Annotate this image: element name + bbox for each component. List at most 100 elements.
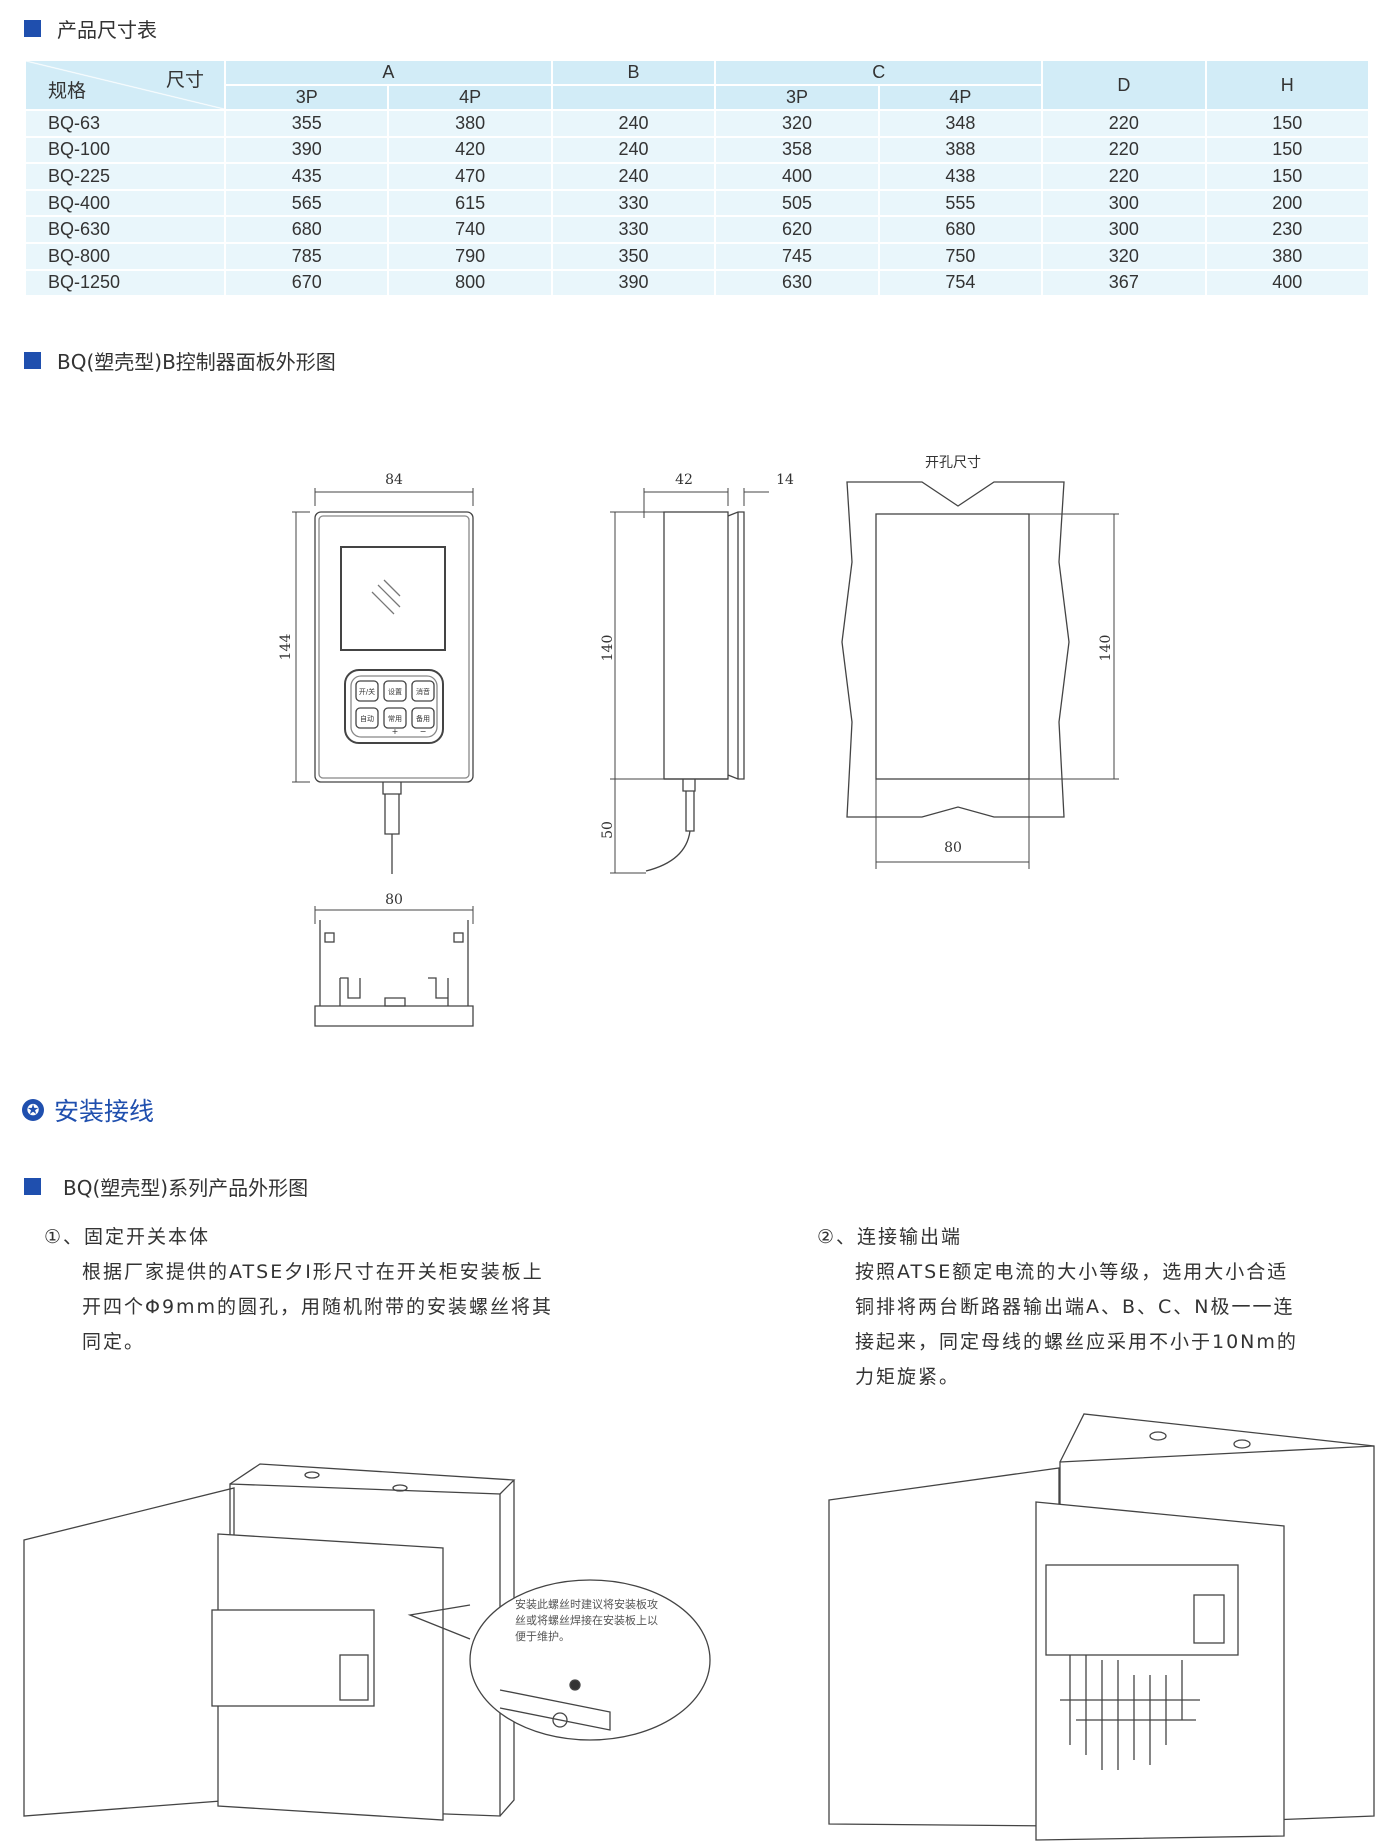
cell-value: 230 bbox=[1204, 215, 1371, 244]
key-sign: + bbox=[392, 727, 399, 736]
cell-value: 565 bbox=[223, 188, 390, 218]
key-button bbox=[411, 680, 435, 702]
dim-side-thickness: 14 bbox=[776, 472, 794, 488]
dim-side-depth: 42 bbox=[675, 472, 693, 488]
cell-spec: BQ-1250 bbox=[24, 268, 226, 298]
cell-value: 240 bbox=[550, 109, 717, 138]
key-label: 消音 bbox=[416, 687, 430, 696]
key-label: 设置 bbox=[388, 687, 402, 696]
cell-value: 390 bbox=[550, 268, 717, 298]
cabinet-illustration-right bbox=[828, 1413, 1375, 1841]
cell-spec: BQ-63 bbox=[24, 109, 226, 138]
callout-text: 安装此螺丝时建议将安装板攻 bbox=[515, 1597, 658, 1611]
key-button bbox=[411, 707, 435, 729]
cell-value: 620 bbox=[714, 215, 880, 244]
cell-value: 505 bbox=[714, 188, 880, 218]
cell-value: 150 bbox=[1204, 109, 1371, 138]
cell-value: 320 bbox=[1041, 241, 1207, 271]
bullet-square-icon bbox=[24, 352, 41, 369]
cell-value: 800 bbox=[387, 268, 553, 298]
cell-value: 470 bbox=[387, 162, 553, 191]
dim-cutout-height: 140 bbox=[1098, 635, 1114, 662]
col-d: D bbox=[1041, 59, 1207, 111]
col-b: B bbox=[550, 59, 717, 86]
cell-value: 435 bbox=[223, 162, 390, 191]
panel-cutout-view: 开孔尺寸 140 80 bbox=[841, 455, 1119, 869]
step-text: 按照ATSE额定电流的大小等级，选用大小合适 bbox=[855, 1261, 1289, 1283]
cell-value: 350 bbox=[550, 241, 717, 271]
cell-value: 790 bbox=[387, 241, 553, 271]
cell-value: 740 bbox=[387, 215, 553, 244]
step-text: 铜排将两台断路器输出端A、B、C、N极一一连 bbox=[855, 1296, 1295, 1318]
step-2: ②、连接输出端按照ATSE额定电流的大小等级，选用大小合适铜排将两台断路器输出端… bbox=[817, 1220, 1298, 1395]
step-text: 力矩旋紧。 bbox=[855, 1366, 961, 1388]
cell-value: 300 bbox=[1041, 215, 1207, 244]
cell-spec: BQ-800 bbox=[24, 241, 226, 271]
dim-bottom-width: 80 bbox=[385, 892, 403, 908]
cell-value: 367 bbox=[1041, 268, 1207, 298]
cell-spec: BQ-400 bbox=[24, 188, 226, 218]
cell-value: 330 bbox=[550, 188, 717, 218]
controller-side-view: 42 14 140 50 bbox=[600, 472, 794, 874]
callout-text: 便于维护。 bbox=[515, 1629, 570, 1643]
key-label: 自动 bbox=[360, 714, 374, 723]
dim-side-height: 140 bbox=[600, 635, 616, 662]
cell-value: 240 bbox=[550, 135, 717, 165]
dim-front-height: 144 bbox=[278, 634, 294, 661]
controller-front-view: 开/关设置消音自动常用备用+− 84 144 bbox=[278, 472, 474, 874]
cell-value: 785 bbox=[223, 241, 390, 271]
key-sign: − bbox=[420, 727, 427, 736]
col-b-sub bbox=[550, 84, 717, 111]
cell-spec: BQ-225 bbox=[24, 162, 226, 191]
cell-value: 220 bbox=[1041, 109, 1207, 138]
step-text: 接起来，同定母线的螺丝应采用不小于10Nm的 bbox=[855, 1331, 1298, 1353]
cell-value: 358 bbox=[714, 135, 880, 165]
key-button bbox=[383, 680, 407, 702]
cell-value: 150 bbox=[1204, 135, 1371, 165]
bullet-square-icon bbox=[24, 1178, 41, 1195]
key-button bbox=[355, 680, 379, 702]
cell-value: 300 bbox=[1041, 188, 1207, 218]
cell-value: 220 bbox=[1041, 162, 1207, 191]
step-text: 同定。 bbox=[82, 1331, 146, 1353]
step-text: 开四个Φ9mm的圆孔，用随机附带的安装螺丝将其 bbox=[82, 1296, 554, 1318]
cell-spec: BQ-100 bbox=[24, 135, 226, 165]
cell-value: 750 bbox=[877, 241, 1044, 271]
cell-value: 615 bbox=[387, 188, 553, 218]
cell-value: 680 bbox=[223, 215, 390, 244]
cell-value: 680 bbox=[877, 215, 1044, 244]
dim-cutout-width: 80 bbox=[944, 840, 962, 856]
section-size-table: 产品尺寸表 bbox=[24, 14, 157, 43]
cell-value: 745 bbox=[714, 241, 880, 271]
bullet-square-icon bbox=[24, 20, 41, 37]
cell-value: 555 bbox=[877, 188, 1044, 218]
cell-value: 400 bbox=[714, 162, 880, 191]
key-button bbox=[355, 707, 379, 729]
cell-value: 220 bbox=[1041, 135, 1207, 165]
cell-value: 320 bbox=[714, 109, 880, 138]
section-install: ✪安装接线 bbox=[22, 1092, 154, 1128]
cell-value: 240 bbox=[550, 162, 717, 191]
cell-value: 380 bbox=[387, 109, 553, 138]
section-series: BQ(塑壳型)系列产品外形图 bbox=[24, 1172, 308, 1201]
col-c-3p: 3P bbox=[714, 84, 880, 111]
col-c-4p: 4P bbox=[877, 84, 1044, 111]
step-text: 根据厂家提供的ATSE夕I形尺寸在开关柜安装板上 bbox=[82, 1261, 544, 1283]
col-a-3p: 3P bbox=[223, 84, 390, 111]
cell-value: 438 bbox=[877, 162, 1044, 191]
star-circle-icon: ✪ bbox=[22, 1099, 44, 1121]
dim-front-width: 84 bbox=[385, 472, 403, 488]
col-a-4p: 4P bbox=[387, 84, 553, 111]
cell-value: 670 bbox=[223, 268, 390, 298]
cell-value: 400 bbox=[1204, 268, 1371, 298]
cell-value: 754 bbox=[877, 268, 1044, 298]
